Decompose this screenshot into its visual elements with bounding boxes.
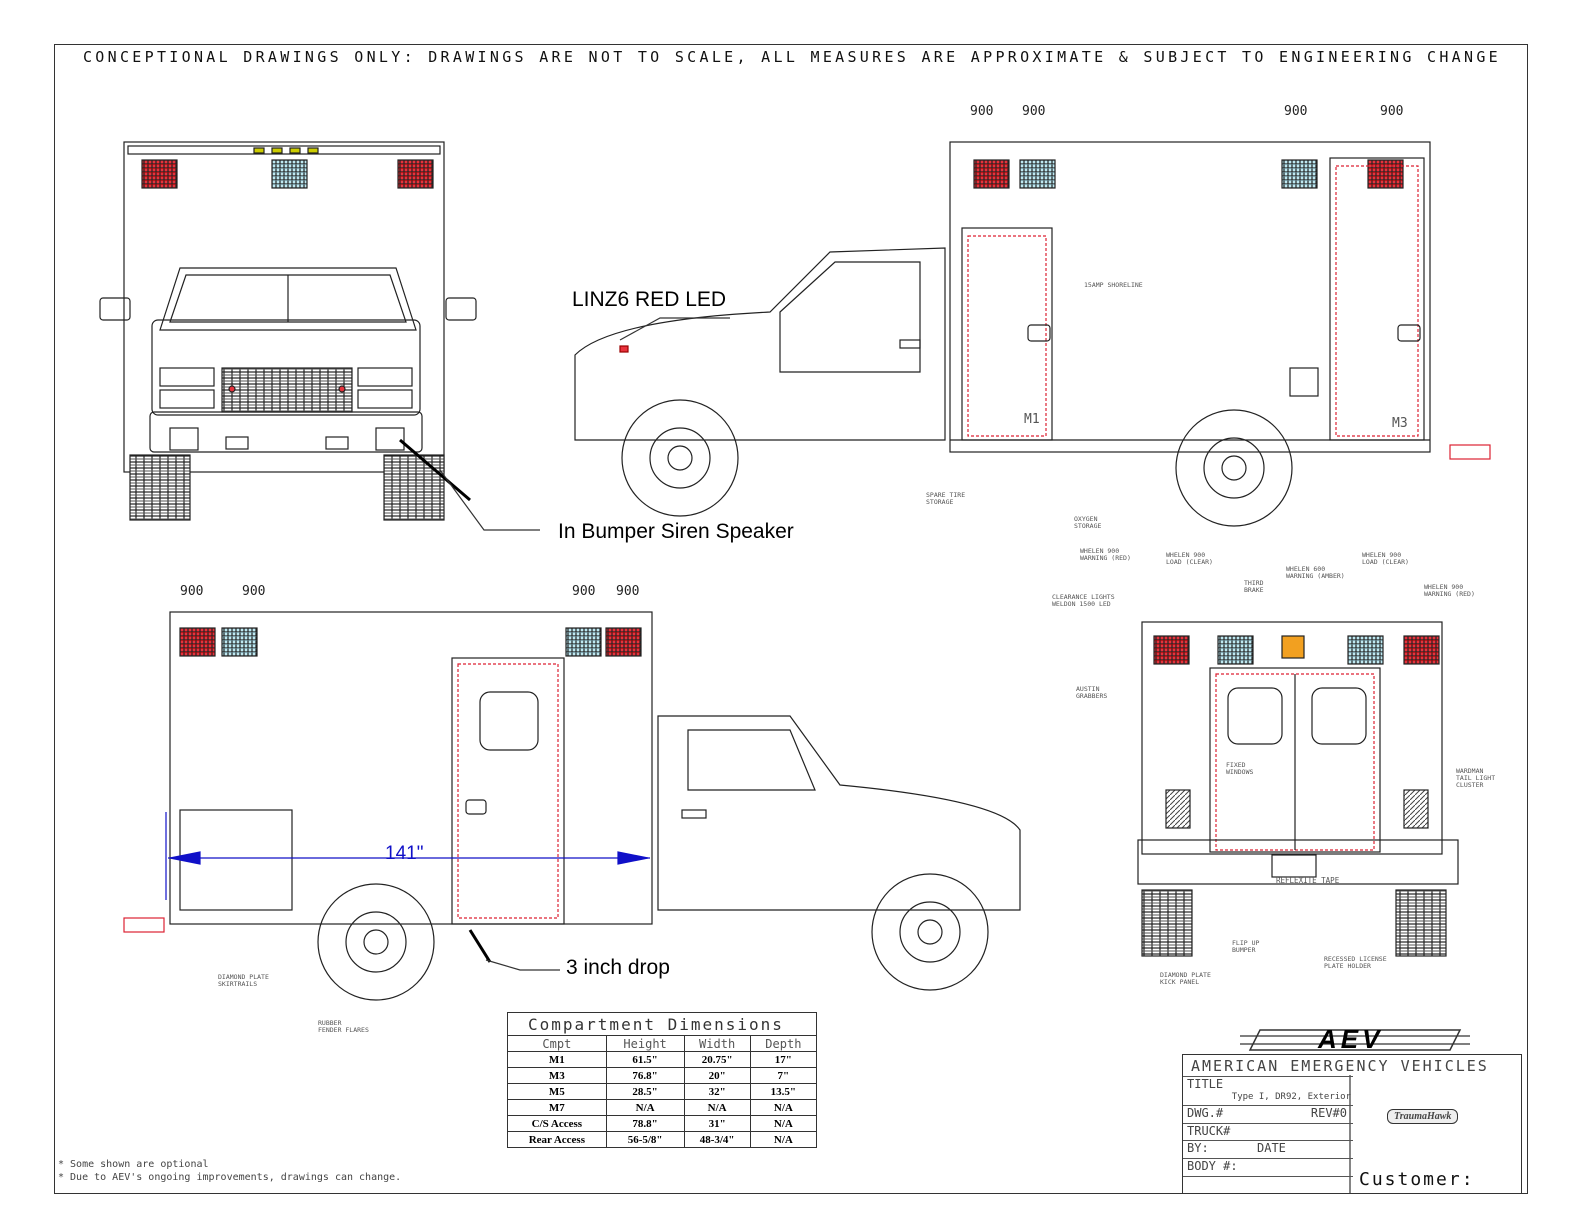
whelen-red-r-label: WHELEN 900 WARNING (RED) [1424, 583, 1475, 598]
diamond-skirt-label: DIAMOND PLATE SKIRTRAILS [218, 973, 269, 988]
drop-callout: 3 inch drop [566, 956, 670, 979]
third-brake-label: THIRD BRAKE [1244, 579, 1264, 594]
fender-label: RUBBER FENDER FLARES [318, 1019, 369, 1034]
whelen-red-label: WHELEN 900 WARNING (RED) [1080, 547, 1131, 562]
siren-callout: In Bumper Siren Speaker [558, 520, 794, 543]
company-name: AMERICAN EMERGENCY VEHICLES [1191, 1057, 1489, 1075]
whelen-amber-label: WHELEN 600 WARNING (AMBER) [1286, 565, 1345, 580]
light-number: 900 [1380, 104, 1404, 119]
table-header: Cmpt [507, 1035, 607, 1052]
front-view [99, 141, 540, 531]
title-row: TITLE Type I, DR92, Exterior [1183, 1076, 1353, 1106]
fixed-windows-label: FIXED WINDOWS [1226, 761, 1254, 776]
street-side-view [123, 611, 1021, 1001]
aev-logo-text: AEV [1318, 1024, 1384, 1054]
shoreline-label: 15AMP SHORELINE [1084, 281, 1143, 289]
body-row: BODY #: [1183, 1159, 1353, 1177]
whelen-clear-r-label: WHELEN 900 LOAD (CLEAR) [1362, 551, 1409, 566]
light-number: 900 [1022, 104, 1046, 119]
clearance-label: CLEARANCE LIGHTS WELDON 1500 LED [1052, 593, 1115, 608]
recessed-label: RECESSED LICENSE PLATE HOLDER [1324, 955, 1387, 970]
m3-label: M3 [1392, 416, 1408, 431]
traumahawk-logo: TraumaHawk [1387, 1109, 1459, 1124]
table-header: Width [683, 1035, 751, 1052]
dwg-row: DWG.# REV#0 [1183, 1106, 1353, 1124]
compartment-dimensions-table: Compartment Dimensions Cmpt Height Width… [507, 1012, 818, 1148]
light-number: 900 [180, 584, 204, 599]
light-number: 900 [616, 584, 640, 599]
length-measure: 141" [385, 843, 424, 864]
table-header: Depth [749, 1035, 818, 1052]
by-row: BY: DATE [1183, 1141, 1353, 1159]
table-title: Compartment Dimensions [507, 1012, 817, 1036]
wardman-label: WARDMAN TAIL LIGHT CLUSTER [1456, 767, 1496, 789]
linz6-callout: LINZ6 RED LED [572, 288, 727, 311]
aev-logo [1240, 1029, 1470, 1051]
customer-label: Customer: [1359, 1169, 1475, 1190]
reflexite-label: REFLEXITE TAPE [1276, 876, 1340, 885]
truck-row: TRUCK# [1183, 1124, 1353, 1141]
title-value: Type I, DR92, Exterior [1231, 1092, 1351, 1102]
footnotes: * Some shown are optional * Due to AEV's… [58, 1159, 402, 1183]
light-number: 900 [572, 584, 596, 599]
light-number: 900 [1284, 104, 1308, 119]
title-block: AMERICAN EMERGENCY VEHICLES TITLE Type I… [1182, 1054, 1522, 1194]
light-number: 900 [242, 584, 266, 599]
disclaimer-banner: CONCEPTIONAL DRAWINGS ONLY: DRAWINGS ARE… [82, 48, 1502, 66]
kick-panel-label: DIAMOND PLATE KICK PANEL [1160, 971, 1211, 986]
flip-up-label: FLIP UP BUMPER [1232, 939, 1260, 954]
austin-label: AUSTIN GRABBERS [1076, 685, 1108, 700]
m1-label: M1 [1024, 412, 1040, 427]
rear-view [1137, 621, 1459, 957]
light-number: 900 [970, 104, 994, 119]
drawing-border [54, 44, 1528, 1194]
spare-tire-label: SPARE TIRE STORAGE [926, 491, 966, 506]
curb-side-view [574, 141, 1491, 527]
whelen-clear-label: WHELEN 900 LOAD (CLEAR) [1166, 551, 1213, 566]
oxygen-label: OXYGEN STORAGE [1074, 515, 1102, 530]
table-header: Height [605, 1035, 685, 1052]
